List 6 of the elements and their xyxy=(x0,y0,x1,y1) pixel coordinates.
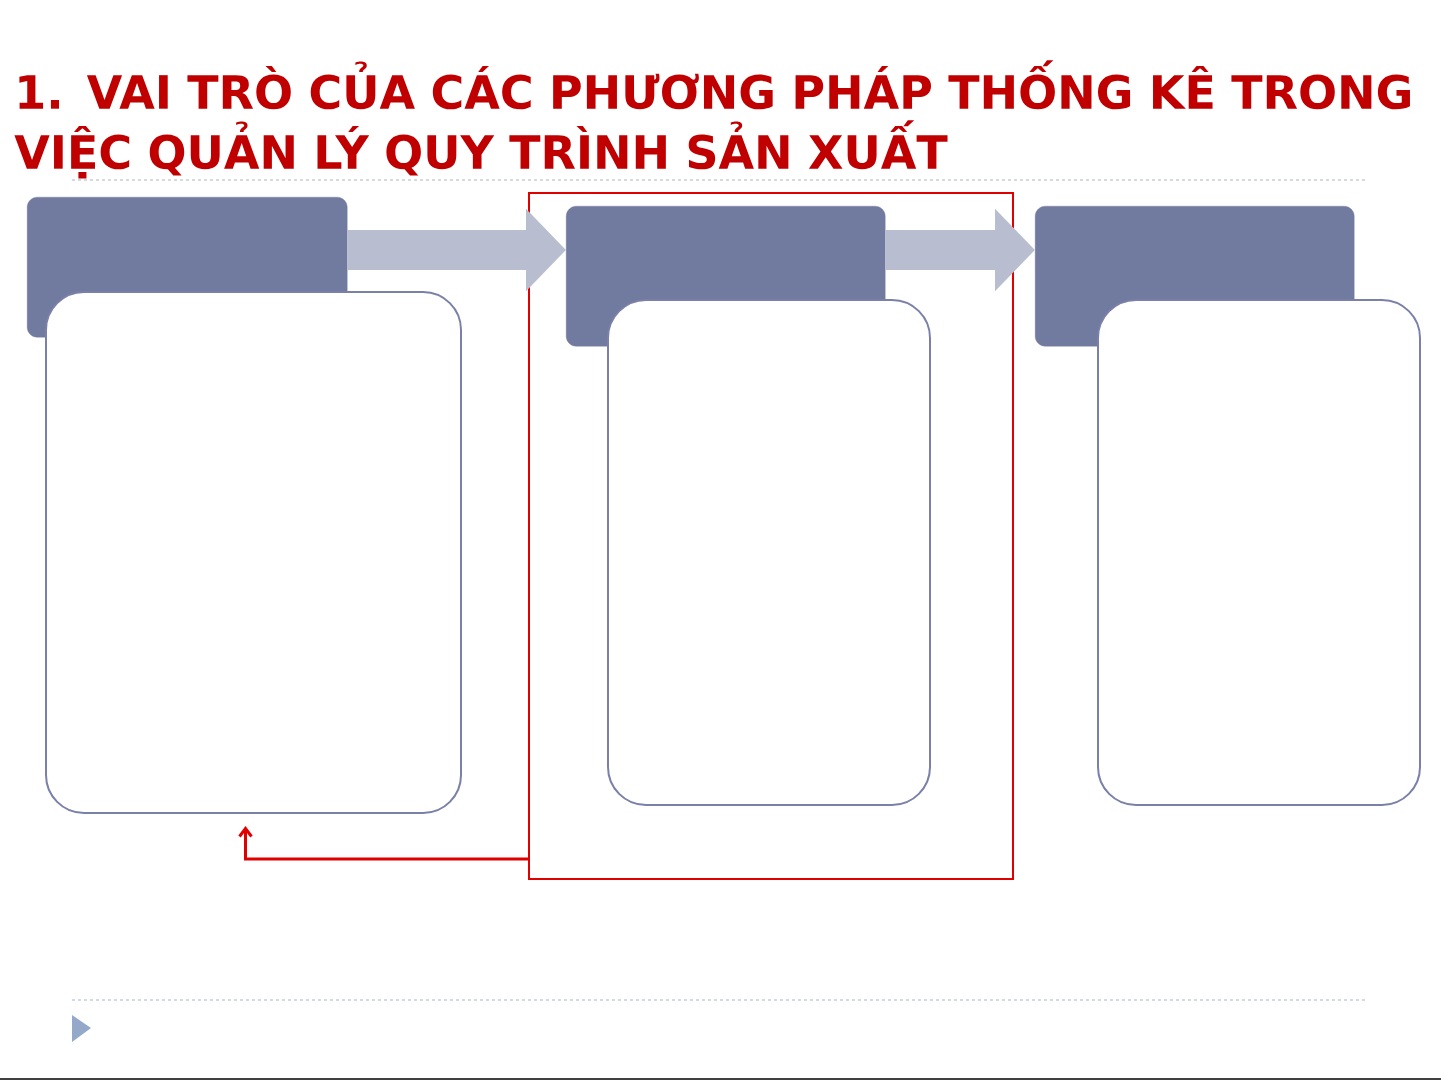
content-box xyxy=(607,299,931,806)
content-box xyxy=(45,291,462,814)
content-box xyxy=(1097,299,1421,806)
highlight-frame xyxy=(528,192,1014,880)
arrow xyxy=(238,826,528,861)
title: 1. VAI TRÒ CỦA CÁC PHƯƠNG PHÁP THỐNG KÊ TRONG VIỆC QUẢN LÝ QUY TRÌNH SẢN XUẤT xyxy=(14,60,1410,179)
